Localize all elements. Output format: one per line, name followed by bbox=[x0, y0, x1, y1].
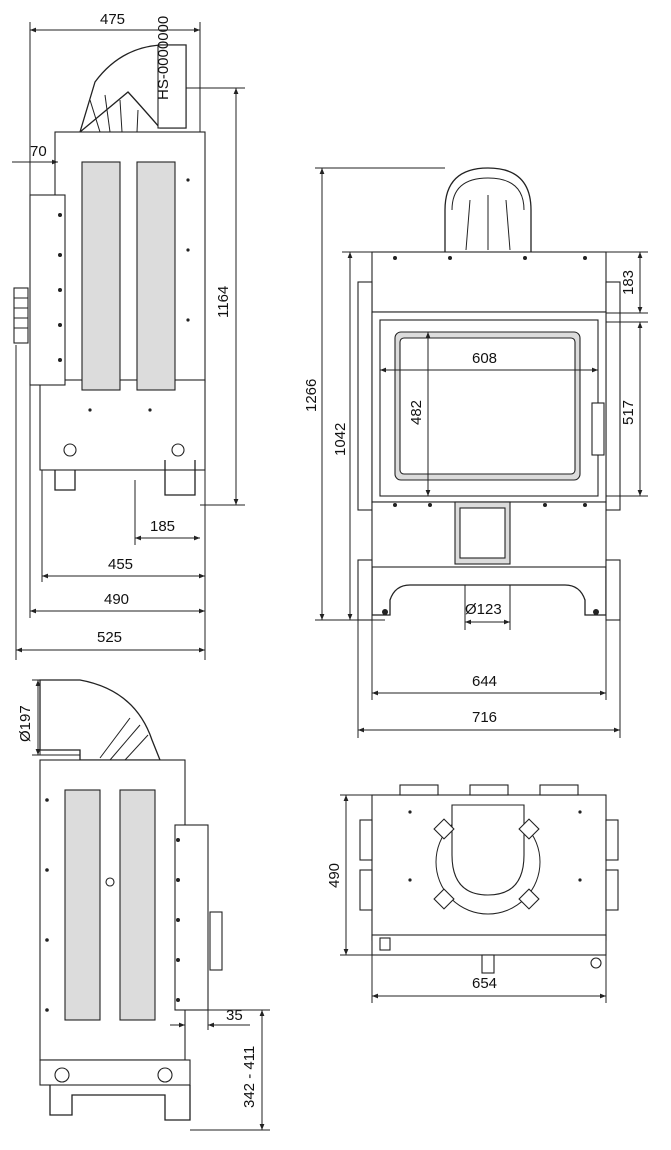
dim-1164: 1164 bbox=[215, 286, 232, 318]
dim-455: 455 bbox=[108, 556, 133, 573]
side2-body bbox=[39, 759, 186, 1061]
side2-door bbox=[174, 824, 209, 1011]
dim-35: 35 bbox=[226, 1007, 243, 1024]
side-view-2: Ø197 35 342 - 411 bbox=[17, 679, 270, 1131]
dim-608: 608 bbox=[472, 350, 497, 367]
side2-glass-right bbox=[119, 789, 156, 1021]
collar-label: HS-0000000 bbox=[155, 16, 172, 100]
dim-1266: 1266 bbox=[303, 379, 320, 412]
front-flue bbox=[444, 167, 532, 252]
dim-342-411: 342 - 411 bbox=[241, 1046, 258, 1108]
dim-525: 525 bbox=[97, 629, 122, 646]
dim-490-plan: 490 bbox=[326, 863, 343, 888]
side-control bbox=[13, 287, 29, 344]
dim-70: 70 bbox=[30, 143, 47, 160]
dim-183: 183 bbox=[620, 270, 637, 295]
side-glass-right bbox=[136, 161, 176, 391]
dim-475: 475 bbox=[100, 11, 125, 28]
dim-490-side: 490 bbox=[104, 591, 129, 608]
front-control bbox=[591, 402, 605, 456]
side2-flue bbox=[39, 679, 161, 761]
dim-644: 644 bbox=[472, 673, 497, 690]
dim-185: 185 bbox=[150, 518, 175, 535]
side-body bbox=[54, 131, 206, 383]
dim-outlet-123: Ø123 bbox=[465, 601, 502, 618]
side-glass-left bbox=[81, 161, 121, 391]
dim-654: 654 bbox=[472, 975, 497, 992]
flue-collar: HS-0000000 bbox=[78, 16, 187, 134]
side2-glass-left bbox=[64, 789, 101, 1021]
dim-482: 482 bbox=[408, 400, 425, 425]
dim-517: 517 bbox=[620, 400, 637, 425]
plan-view: 490 654 bbox=[326, 784, 619, 1003]
side-view: HS-0000000 475 bbox=[12, 11, 245, 660]
dim-flue-197: Ø197 bbox=[17, 705, 34, 742]
front-top-body bbox=[371, 251, 607, 313]
dim-1042: 1042 bbox=[332, 423, 349, 456]
front-view: 1266 1042 183 517 608 482 Ø123 644 bbox=[303, 167, 648, 738]
side2-control bbox=[209, 911, 223, 971]
dim-716: 716 bbox=[472, 709, 497, 726]
